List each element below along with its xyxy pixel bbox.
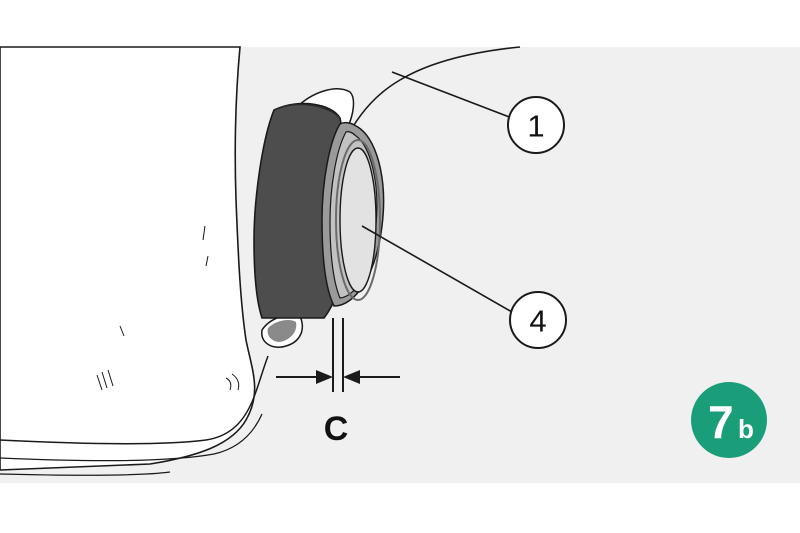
step-badge-circle	[691, 382, 767, 458]
sensor-housing-top	[273, 103, 341, 119]
step-badge-letter: b	[738, 414, 754, 444]
dimension-arrow-left-head	[316, 370, 333, 384]
callout-4: 4	[509, 291, 567, 349]
callout-1-label: 1	[527, 109, 544, 144]
bumper-panel	[351, 46, 521, 129]
bumper-bottom-line	[0, 471, 171, 476]
sensor-face	[339, 147, 377, 293]
bottom-white-strip	[0, 483, 800, 533]
dimension-arrow-right-head	[343, 370, 360, 384]
callout-4-leader	[361, 225, 513, 313]
step-badge: 7 b	[691, 382, 767, 458]
callout-1-leader	[391, 71, 513, 119]
bumper-lower-edge	[0, 355, 269, 445]
callout-4-label: 4	[529, 304, 546, 339]
sensor-face-rim	[335, 139, 381, 301]
dimension-label: C	[324, 410, 349, 448]
bumper-lower-edge-2	[0, 413, 263, 462]
surface-marks	[96, 225, 240, 391]
callout-1-circle	[507, 96, 565, 154]
callout-4-circle	[509, 291, 567, 349]
callout-1: 1	[507, 96, 565, 154]
bumper-body	[0, 46, 256, 471]
step-badge-number: 7	[708, 396, 734, 448]
recess-shadow	[267, 320, 297, 342]
